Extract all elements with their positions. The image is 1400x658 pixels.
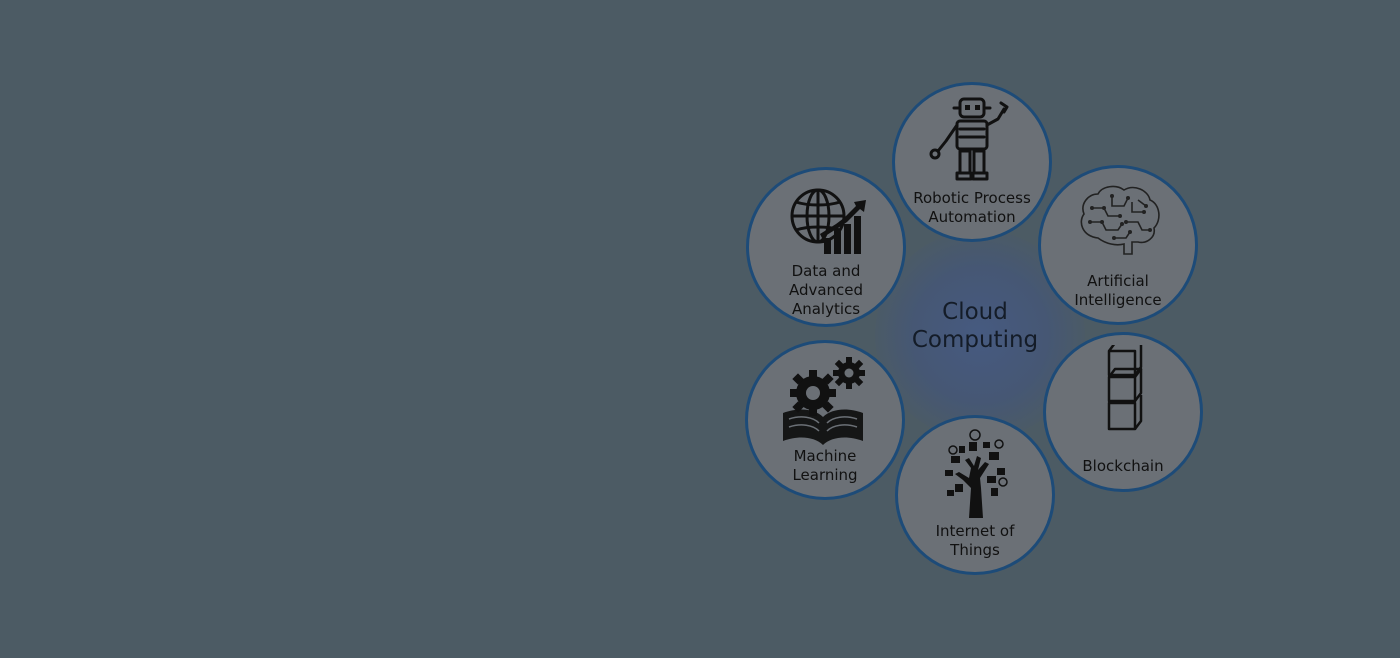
node-label-line2: Automation <box>928 208 1016 226</box>
node-blockchain: Blockchain <box>1043 332 1203 492</box>
center-label-line2: Computing <box>911 327 1039 353</box>
node-label-line2: Learning <box>792 466 858 484</box>
node-label: Artificial Intelligence <box>1049 272 1187 310</box>
node-label: Data and Advanced Analytics <box>757 262 895 319</box>
node-data-and-advanced-analytics: Data and Advanced Analytics <box>746 167 906 327</box>
node-label-line3: Analytics <box>791 300 861 318</box>
gears-book-icon <box>748 353 902 445</box>
node-label-line1: Blockchain <box>1082 457 1164 475</box>
brain-circuit-icon <box>1041 178 1195 270</box>
node-machine-learning: Machine Learning <box>745 340 905 500</box>
node-label: Internet of Things <box>906 522 1044 560</box>
node-label-line1: Data and <box>791 262 861 280</box>
node-label-line2: Advanced <box>788 281 864 299</box>
node-label: Blockchain <box>1054 457 1192 476</box>
node-robotic-process-automation: Robotic Process Automation <box>892 82 1052 242</box>
node-internet-of-things: Internet of Things <box>895 415 1055 575</box>
node-label-line1: Internet of <box>935 522 1015 540</box>
node-label-line2: Intelligence <box>1074 291 1162 309</box>
node-label: Machine Learning <box>756 447 894 485</box>
center-label-line1: Cloud <box>942 299 1008 325</box>
robot-icon <box>895 95 1049 187</box>
stacked-blocks-icon <box>1046 345 1200 437</box>
device-tree-icon <box>898 428 1052 520</box>
globe-chart-icon <box>749 180 903 272</box>
node-label-line1: Robotic Process <box>913 189 1031 207</box>
node-label-line2: Things <box>950 541 1000 559</box>
node-artificial-intelligence: Artificial Intelligence <box>1038 165 1198 325</box>
node-label: Robotic Process Automation <box>903 189 1041 227</box>
node-label-line1: Artificial <box>1087 272 1149 290</box>
center-label: Cloud Computing <box>880 298 1070 354</box>
node-label-line1: Machine <box>793 447 857 465</box>
